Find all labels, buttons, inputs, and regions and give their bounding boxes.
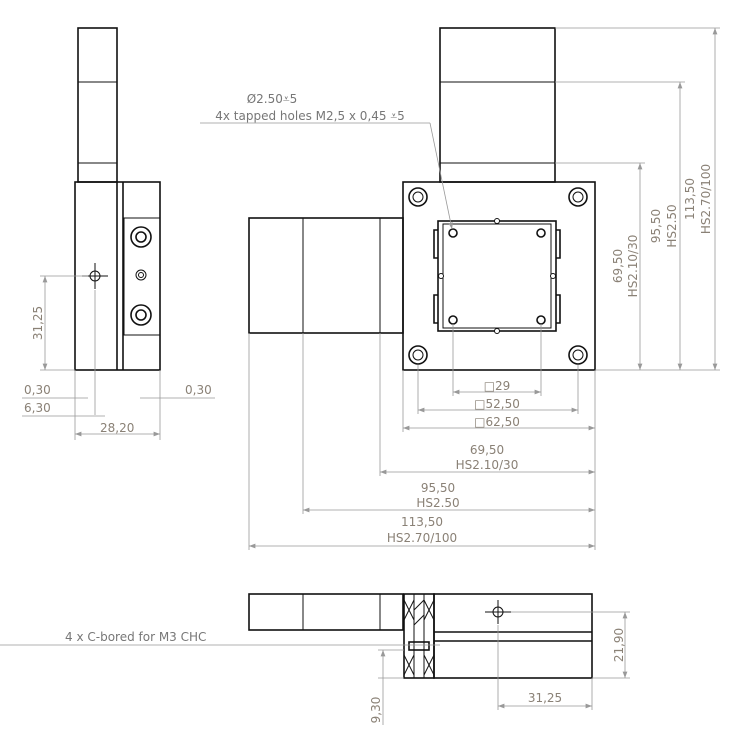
dim-side-right: 0,30 bbox=[185, 383, 212, 397]
cbored-callout: 4 x C-bored for M3 CHC bbox=[65, 630, 206, 644]
top-view: Ø2.50⩡5 4x tapped holes M2,5 x 0,45 ⩡5 □… bbox=[200, 27, 720, 550]
tapped-callout-line2: 4x tapped holes M2,5 x 0,45 ⩡5 bbox=[215, 109, 405, 123]
dim-side-width: 28,20 bbox=[100, 421, 134, 435]
dim-w1b: HS2.10/30 bbox=[456, 458, 519, 472]
dim-side-height: 31,25 bbox=[31, 306, 45, 340]
front-view: 4 x C-bored for M3 CHC 21,90 31,25 9,30 bbox=[0, 593, 630, 725]
side-view: 31,25 0,30 6,30 28,20 0,30 bbox=[22, 27, 215, 440]
dim-w2: 95,50 bbox=[421, 481, 455, 495]
dim-sq29: □29 bbox=[484, 379, 511, 393]
dim-h1b: HS2.10/30 bbox=[626, 235, 640, 298]
tapped-holes bbox=[448, 228, 546, 325]
dim-sq62: □62,50 bbox=[474, 415, 520, 429]
dim-sq52: □52,50 bbox=[474, 397, 520, 411]
dim-w2b: HS2.50 bbox=[416, 496, 459, 510]
dim-h3b: HS2.70/100 bbox=[699, 164, 713, 234]
dim-front-low: 9,30 bbox=[369, 697, 383, 724]
dim-side-left2: 6,30 bbox=[24, 401, 51, 415]
dim-w1: 69,50 bbox=[470, 443, 504, 457]
dim-front-height: 21,90 bbox=[612, 628, 626, 662]
dim-h2: 95,50 bbox=[649, 209, 663, 243]
corner-holes bbox=[408, 187, 588, 365]
dim-h1: 69,50 bbox=[611, 249, 625, 283]
dim-front-hole: 31,25 bbox=[528, 691, 562, 705]
dim-w3: 113,50 bbox=[401, 515, 443, 529]
tapped-callout-line1: Ø2.50⩡5 bbox=[247, 92, 298, 106]
dim-side-left1: 0,30 bbox=[24, 383, 51, 397]
dim-h3: 113,50 bbox=[683, 178, 697, 220]
dim-w3b: HS2.70/100 bbox=[387, 531, 457, 545]
dim-h2b: HS2.50 bbox=[665, 204, 679, 247]
